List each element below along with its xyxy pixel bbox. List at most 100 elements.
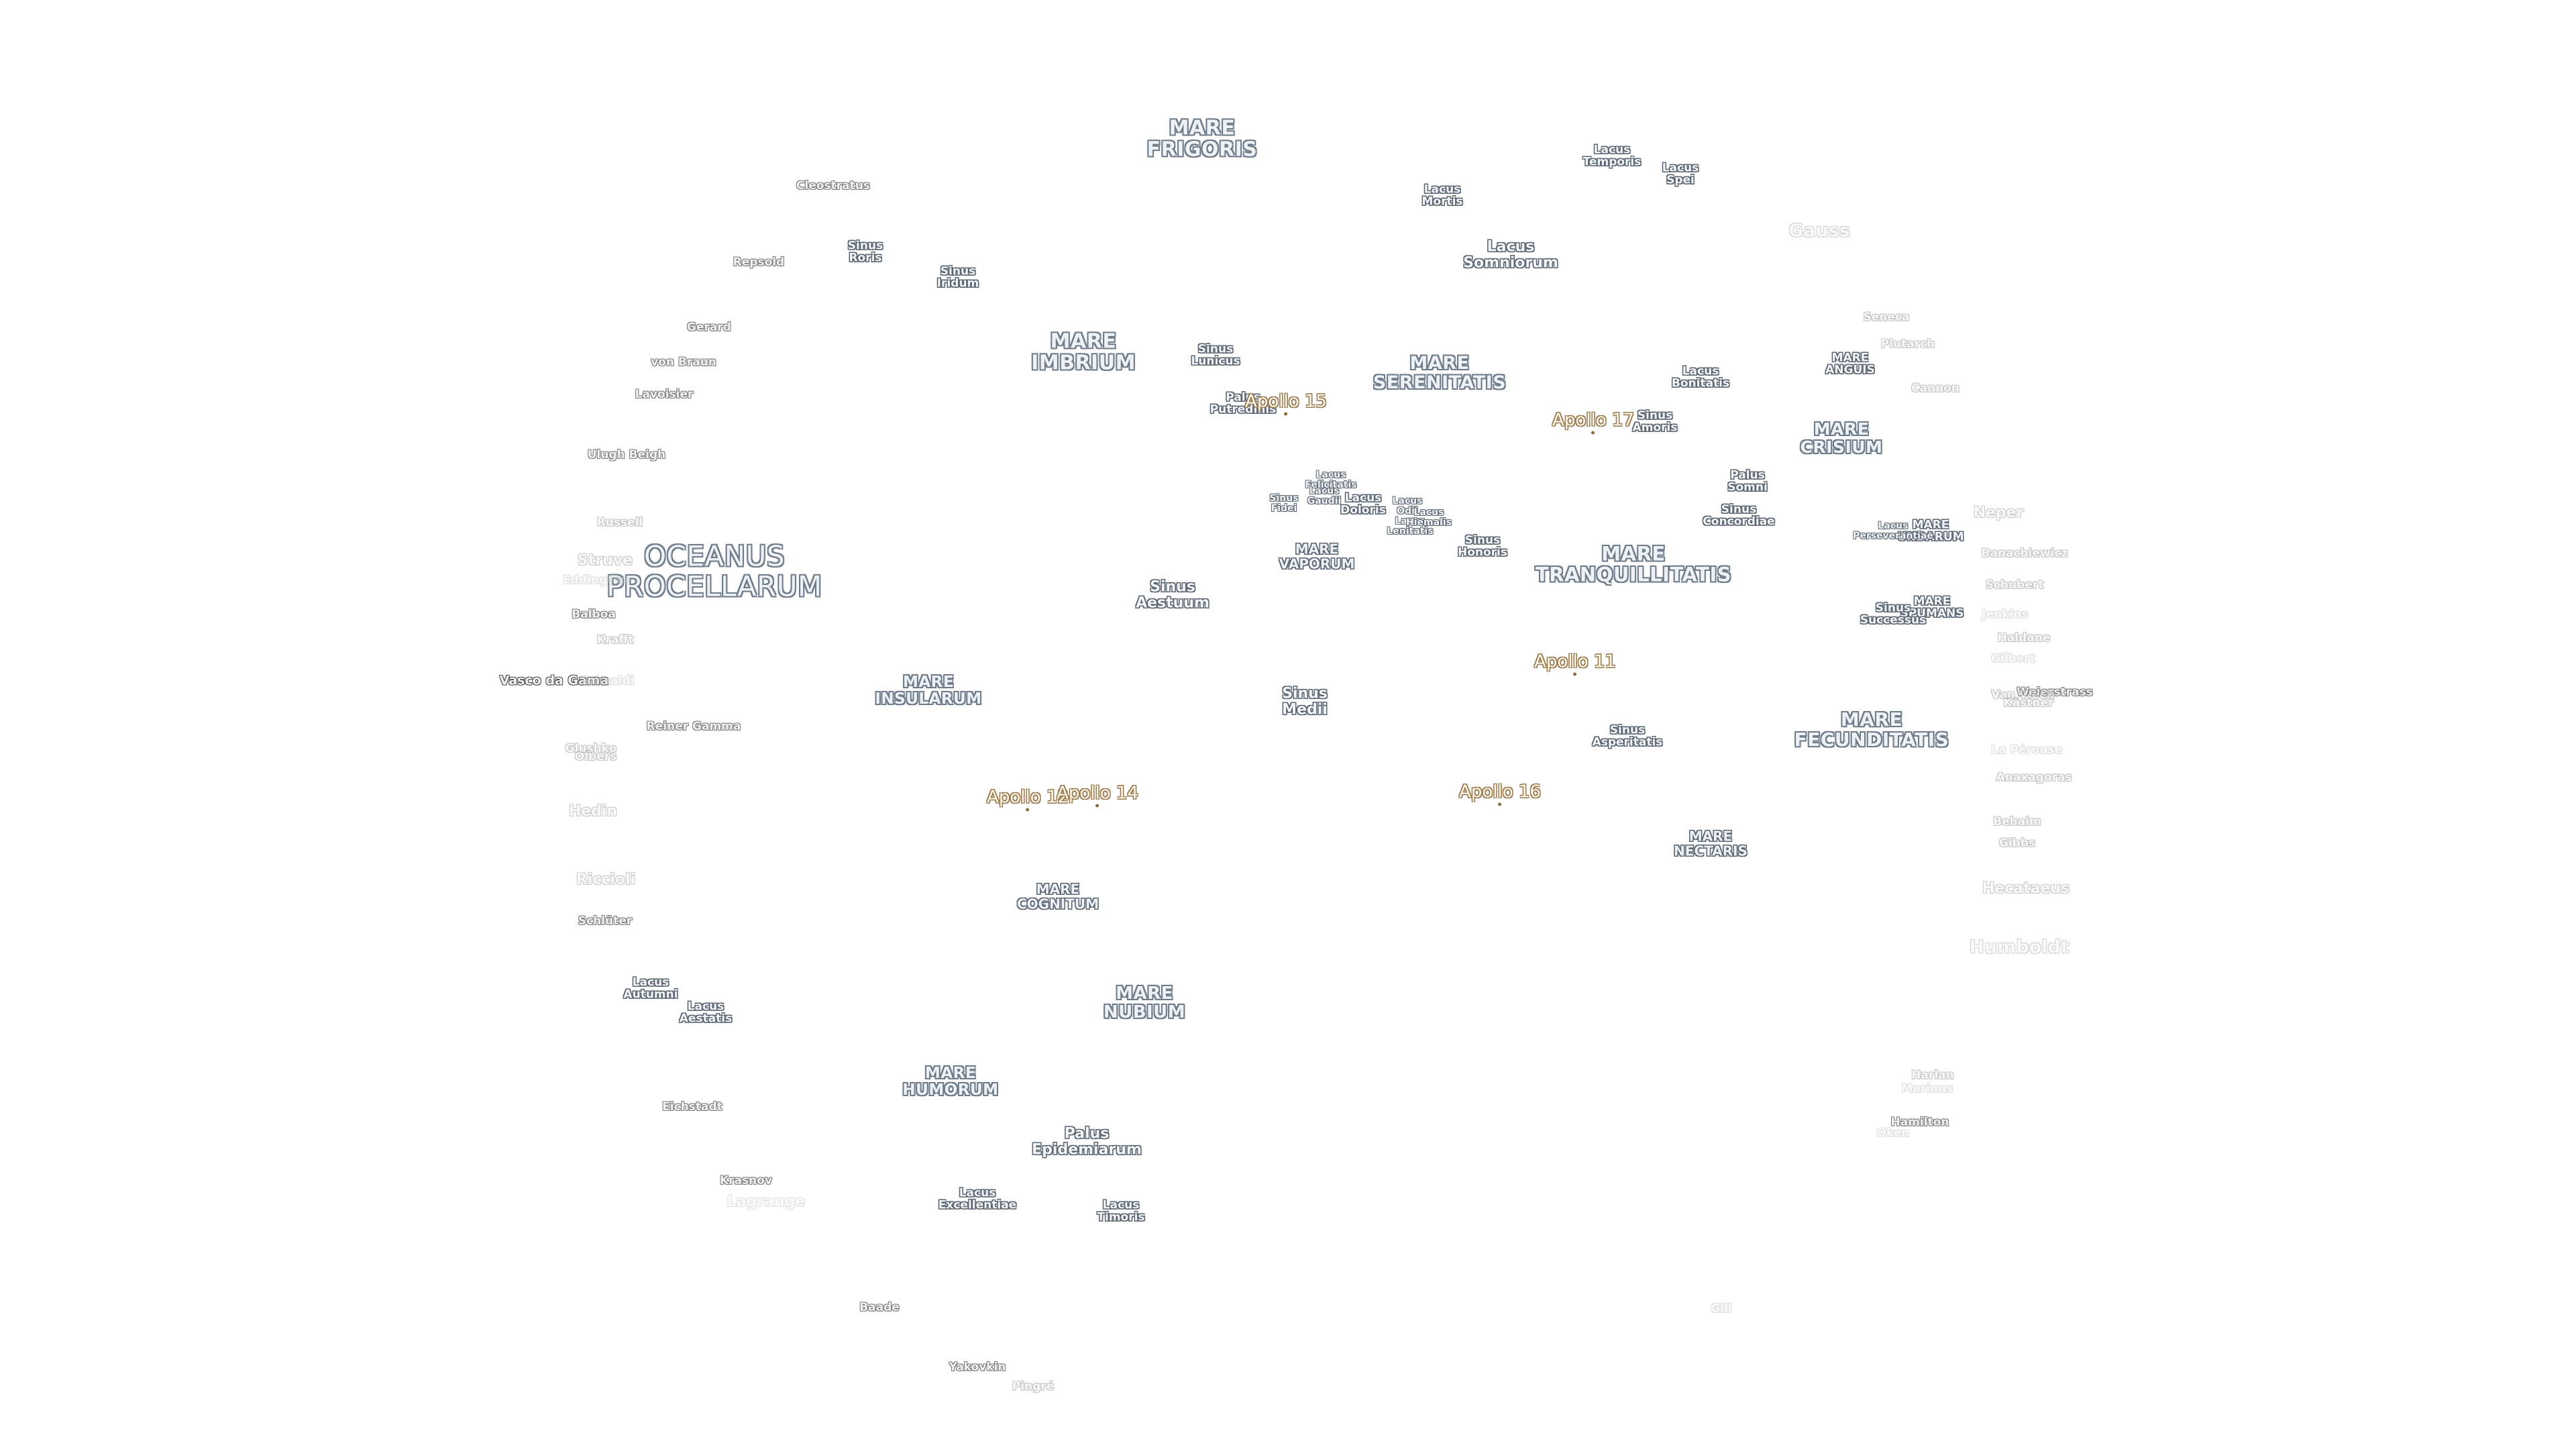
- label-line: MARE: [1912, 518, 1949, 532]
- label-line: Sinus: [1269, 492, 1299, 504]
- label-line: HUMORUM: [902, 1081, 999, 1099]
- label-line: Fidei: [1271, 503, 1297, 514]
- mare-insularum-label: MARE INSULARUM: [875, 674, 981, 708]
- mare-undarum-label: MARE UNDARUM: [1897, 518, 1964, 544]
- label-line: Lacus: [959, 1186, 996, 1200]
- label-line: MARE: [1831, 351, 1869, 365]
- crater-schubert-label: Schubert: [1985, 578, 2044, 592]
- sinus-medii-label: Sinus Medii: [1282, 686, 1328, 718]
- crater-schluter-label: Schlüter: [578, 914, 633, 928]
- crater-olbers-label: Olbers: [574, 749, 617, 763]
- apollo-label: Apollo 11: [1534, 651, 1616, 672]
- lacus-perseverantiae-label: Lacus Perseverantiae: [1853, 521, 1933, 541]
- crater-eichstadt-label: Eichstadt: [662, 1099, 722, 1114]
- apollo-label: Apollo 14: [1057, 783, 1138, 804]
- label-line: Lacus: [1662, 161, 1699, 175]
- label-line: MARE: [1036, 881, 1080, 898]
- label-line: Successus: [1860, 614, 1927, 627]
- label-line: Asperitatis: [1592, 736, 1663, 749]
- crater-hecataeus-label: Hecataeus: [1982, 880, 2070, 898]
- crater-anaxagoras-label: Anaxagoras: [1996, 770, 2072, 784]
- crater-weierstrass-label: Weierstrass: [2017, 685, 2093, 699]
- mare-vaporum-label: MARE VAPORUM: [1279, 542, 1355, 571]
- mare-fecunditatis-label: MARE FECUNDITATIS: [1794, 708, 1949, 750]
- label-line: Lacus: [1413, 506, 1444, 518]
- label-line: Hiemalis: [1406, 517, 1452, 528]
- label-line: Timoris: [1097, 1211, 1145, 1224]
- label-line: Lacus: [1102, 1198, 1140, 1212]
- mare-anguis-label: MARE ANGUIS: [1825, 351, 1875, 377]
- label-line: OCEANUS: [644, 539, 785, 573]
- label-line: Lacus: [687, 1000, 724, 1014]
- label-line: MARE: [1601, 542, 1666, 566]
- crater-gill-label: Gill: [1711, 1301, 1732, 1316]
- label-line: Excellentiae: [938, 1199, 1017, 1212]
- label-line: FRIGORIS: [1146, 138, 1258, 162]
- mare-nubium-label: MARE NUBIUM: [1104, 984, 1185, 1022]
- crater-kastner-label: Kästner: [2003, 696, 2054, 710]
- lacus-autumni-label: Lacus Autumni: [623, 976, 678, 1001]
- label-line: Sinus: [940, 264, 976, 278]
- apollo-14-site: Apollo 14: [1057, 783, 1138, 808]
- label-line: Lacus: [1344, 491, 1382, 505]
- label-line: Sinus: [1150, 578, 1195, 596]
- crater-la-perouse-label: La Pérouse: [1990, 743, 2063, 757]
- label-line: Somniorum: [1463, 254, 1558, 271]
- palus-epidemiarum-label: Palus Epidemiarum: [1032, 1126, 1142, 1158]
- label-line: Sinus: [847, 239, 883, 253]
- label-line: Doloris: [1340, 504, 1386, 517]
- lacus-somniorum-label: Lacus Somniorum: [1463, 239, 1558, 271]
- crater-hamilton-label: Hamilton: [1890, 1115, 1949, 1129]
- label-line: SPUMANS: [1900, 607, 1964, 621]
- sinus-aestuum-label: Sinus Aestuum: [1136, 579, 1210, 611]
- label-line: Temporis: [1582, 156, 1642, 169]
- lacus-aestatis-label: Lacus Aestatis: [680, 1000, 732, 1025]
- label-line: Putredinis: [1210, 403, 1277, 417]
- label-line: Lacus: [1682, 364, 1719, 378]
- label-line: Iridum: [936, 277, 979, 290]
- mare-spumans-label: MARE SPUMANS: [1900, 595, 1964, 621]
- label-line: MARE: [1169, 116, 1236, 140]
- mare-serenitatis-label: MARE SERENITATIS: [1373, 354, 1506, 392]
- label-line: MARE: [924, 1065, 977, 1083]
- label-line: VAPORUM: [1279, 555, 1355, 572]
- palus-putredinis-label: Palus Putredinis: [1210, 391, 1277, 417]
- apollo-15-site: Apollo 15: [1245, 391, 1327, 416]
- crater-jenkins-label: Jenkins: [1982, 607, 2029, 621]
- label-line: Lunicus: [1191, 355, 1240, 368]
- apollo-label: Apollo 15: [1245, 391, 1327, 412]
- label-line: MARE: [1116, 983, 1173, 1004]
- palus-somni-label: Palus Somni: [1727, 469, 1768, 494]
- mare-frigoris-label: MARE FRIGORIS: [1146, 116, 1258, 162]
- crater-humboldt-label: Humboldt: [1969, 936, 2070, 958]
- label-line: TRANQUILLITATIS: [1535, 564, 1732, 586]
- label-line: UNDARUM: [1897, 531, 1964, 544]
- crater-haldane-label: Haldane: [1997, 631, 2051, 645]
- crater-marinus-label: Marinus: [1901, 1081, 1953, 1095]
- lacus-timoris-label: Lacus Timoris: [1097, 1199, 1144, 1224]
- crater-lavoisier-label: Lavoisier: [635, 387, 694, 401]
- landing-site-marker: [1573, 672, 1577, 676]
- label-line: Somni: [1727, 481, 1768, 494]
- sinus-amoris-label: Sinus Amoris: [1633, 409, 1678, 434]
- landing-site-marker: [1026, 808, 1030, 812]
- sinus-asperitatis-label: Sinus Asperitatis: [1593, 724, 1663, 749]
- apollo-16-site: Apollo 16: [1459, 782, 1541, 806]
- sinus-fidei-label: Sinus Fidei: [1269, 492, 1299, 514]
- label-line: Odii: [1397, 506, 1418, 517]
- sinus-successus-label: Sinus Successus: [1860, 602, 1927, 627]
- crater-von-braun-label: von Braun: [651, 355, 716, 369]
- apollo-label: Apollo 16: [1459, 782, 1541, 802]
- crater-eddington-label: Eddington: [563, 573, 629, 587]
- sinus-concordiae-label: Sinus Concordiae: [1703, 503, 1774, 528]
- crater-plutarch-label: Plutarch: [1880, 337, 1935, 351]
- crater-gerard-label: Gerard: [687, 320, 731, 334]
- landing-site-marker: [1591, 431, 1595, 435]
- label-line: MARE: [1840, 708, 1903, 731]
- crater-lagrange-label: Lagrange: [727, 1193, 806, 1211]
- label-line: Lacus: [1309, 485, 1340, 496]
- apollo-12-site: Apollo 12: [987, 788, 1069, 812]
- label-line: Perseverantiae: [1853, 531, 1933, 541]
- label-line: ANGUIS: [1825, 364, 1875, 377]
